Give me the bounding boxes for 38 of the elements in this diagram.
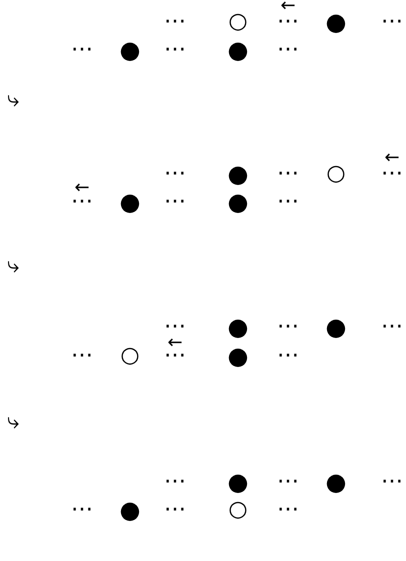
ellipsis: ⋯ [164, 163, 186, 185]
filled-circle-symbol: ● [228, 470, 248, 494]
ellipsis: ⋯ [164, 499, 186, 521]
ellipsis: ⋯ [277, 499, 299, 521]
empty-circle-symbol: ○ [228, 499, 248, 521]
ellipsis: ⋯ [277, 39, 299, 61]
ellipsis: ⋯ [164, 39, 186, 61]
filled-circle-symbol: ● [326, 315, 346, 339]
filled-circle-symbol: ● [326, 470, 346, 494]
empty-circle-symbol: ○ [228, 11, 248, 33]
ellipsis: ⋯ [164, 471, 186, 493]
filled-circle-symbol: ● [228, 344, 248, 368]
filled-circle-symbol: ● [228, 38, 248, 62]
ellipsis: ⋯ [381, 316, 403, 338]
filled-circle-symbol: ● [228, 190, 248, 214]
hook-arrow-symbol: ⤷ [7, 411, 19, 433]
ellipsis: ⋯ [71, 345, 93, 367]
ellipsis: ⋯ [277, 471, 299, 493]
filled-circle-symbol: ● [120, 38, 140, 62]
ellipsis: ⋯ [277, 345, 299, 367]
ellipsis: ⋯ [277, 163, 299, 185]
ellipsis: ⋯ [277, 191, 299, 213]
filled-circle-symbol: ● [120, 498, 140, 522]
filled-circle-symbol: ● [228, 162, 248, 186]
ellipsis: ⋯ [71, 499, 93, 521]
ellipsis: ⋯ [381, 471, 403, 493]
filled-circle-symbol: ● [228, 315, 248, 339]
filled-circle-symbol: ● [326, 10, 346, 34]
hook-arrow-symbol: ⤷ [7, 89, 19, 111]
empty-circle-symbol: ○ [120, 345, 140, 367]
ellipsis: ⋯ [71, 39, 93, 61]
filled-circle-symbol: ● [120, 190, 140, 214]
ellipsis: ⋯ [164, 11, 186, 33]
ellipsis: ⋯ [164, 191, 186, 213]
empty-circle-symbol: ○ [326, 163, 346, 185]
hook-arrow-symbol: ⤷ [7, 255, 19, 277]
ellipsis: ⋯ [277, 316, 299, 338]
ellipsis: ⋯ [381, 11, 403, 33]
